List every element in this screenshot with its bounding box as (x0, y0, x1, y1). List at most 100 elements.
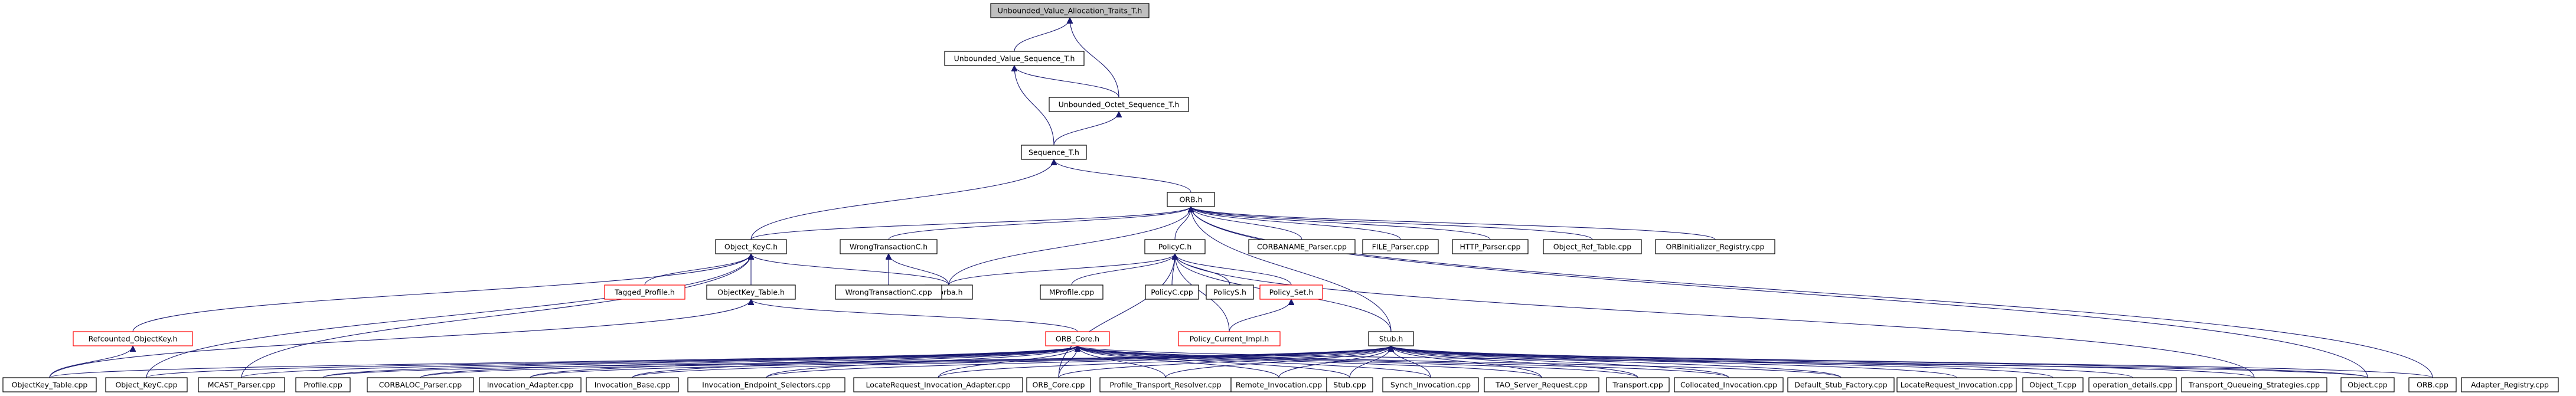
node-label: operation_details.cpp (2093, 381, 2173, 390)
edge-l_profile-to-orbcore_h (322, 345, 1078, 378)
node-l_defstub[interactable]: Default_Stub_Factory.cpp (1787, 377, 1895, 392)
node-l_collocated[interactable]: Collocated_Invocation.cpp (1674, 377, 1784, 392)
node-box (604, 284, 685, 300)
node-box (2340, 377, 2395, 392)
node-box (2, 377, 97, 392)
node-l_adapterreg[interactable]: Adapter_Registry.cpp (2461, 377, 2559, 392)
node-taggedprofile[interactable]: Tagged_Profile.h (604, 284, 685, 300)
node-l_objkeyc[interactable]: Object_KeyC.cpp (105, 377, 188, 392)
node-objkeyc_h[interactable]: Object_KeyC.h (715, 239, 787, 254)
node-l_opdetails[interactable]: operation_details.cpp (2088, 377, 2177, 392)
node-l_orbcore[interactable]: ORB_Core.cpp (1026, 377, 1091, 392)
node-corbaname[interactable]: CORBANAME_Parser.cpp (1248, 239, 1356, 254)
node-box (1362, 239, 1439, 254)
node-policyset[interactable]: Policy_Set.h (1259, 284, 1323, 300)
node-box (73, 331, 193, 346)
edge-l_orbcore-to-stub_h (1058, 345, 1391, 378)
node-uvseq[interactable]: Unbounded_Value_Sequence_T.h (944, 51, 1085, 66)
node-l_mcast[interactable]: MCAST_Parser.cpp (198, 377, 285, 392)
node-label: PolicyC.cpp (1151, 288, 1193, 297)
node-box (2088, 377, 2177, 392)
node-label: Object_KeyC.h (724, 243, 778, 251)
node-l_invendpoint[interactable]: Invocation_Endpoint_Selectors.cpp (687, 377, 845, 392)
node-l_invadapter[interactable]: Invocation_Adapter.cpp (479, 377, 582, 392)
node-l_orb[interactable]: ORB.cpp (2408, 377, 2457, 392)
edge-l_transport-to-orbcore_h (1078, 345, 1638, 378)
node-l_transqueue[interactable]: Transport_Queueing_Strategies.cpp (2181, 377, 2327, 392)
node-box (198, 377, 285, 392)
node-box (1326, 377, 1373, 392)
node-box (1896, 377, 2017, 392)
node-label: PolicyS.h (1213, 288, 1246, 297)
edge-l_opdetails-to-stub_h (1391, 345, 2133, 378)
node-policycurrent[interactable]: Policy_Current_Impl.h (1178, 331, 1281, 346)
node-label: MCAST_Parser.cpp (208, 381, 276, 390)
node-l_taoserver[interactable]: TAO_Server_Request.cpp (1484, 377, 1599, 392)
node-l_proftrans[interactable]: Profile_Transport_Resolver.cpp (1099, 377, 1232, 392)
node-l_profile[interactable]: Profile.cpp (295, 377, 351, 392)
node-mprofile[interactable]: MProfile.cpp (1040, 284, 1103, 300)
edge-l_stub-to-orbcore_h (1078, 345, 1350, 378)
edge-l_transport-to-stub_h (1391, 345, 1638, 378)
node-orbinitreg[interactable]: ORBInitializer_Registry.cpp (1655, 239, 1775, 254)
node-box (1259, 284, 1323, 300)
node-label: Adapter_Registry.cpp (2471, 381, 2549, 390)
edge-l_objkeytable-to-objkeytable_h (49, 299, 751, 378)
edge-l_mcast-to-objkeyc_h (241, 254, 751, 378)
node-stub_h[interactable]: Stub.h (1368, 331, 1414, 346)
node-seqT[interactable]: Sequence_T.h (1021, 145, 1087, 160)
edge-seqT-to-uoseq (1053, 111, 1119, 146)
node-box (1021, 145, 1087, 160)
node-label: ObjectKey_Table.cpp (12, 381, 88, 390)
node-label: PolicyC.h (1158, 243, 1192, 251)
node-l_stub[interactable]: Stub.cpp (1326, 377, 1373, 392)
edge-corbah-to-objkeyc_h (751, 253, 949, 286)
node-l_synchinv[interactable]: Synch_Invocation.cpp (1382, 377, 1479, 392)
node-l_transport[interactable]: Transport.cpp (1606, 377, 1670, 392)
node-refcounted[interactable]: Refcounted_ObjectKey.h (73, 331, 193, 346)
node-box (479, 377, 582, 392)
node-label: Object_Ref_Table.cpp (1553, 243, 1632, 251)
node-policyc_h[interactable]: PolicyC.h (1144, 239, 1206, 254)
node-l_objectT[interactable]: Object_T.cpp (2022, 377, 2084, 392)
node-l_object[interactable]: Object.cpp (2340, 377, 2395, 392)
edge-policyc_h-to-orbh (1174, 207, 1191, 240)
node-box (1145, 284, 1199, 300)
node-l_remoteinv[interactable]: Remote_Invocation.cpp (1230, 377, 1327, 392)
edge-fileparser-to-orbh (1191, 206, 1401, 240)
node-wrongtc_h[interactable]: WrongTransactionC.h (840, 239, 938, 254)
node-policys_h[interactable]: PolicyS.h (1206, 284, 1254, 300)
node-l_corbaloc[interactable]: CORBALOC_Parser.cpp (367, 377, 474, 392)
node-fileparser[interactable]: FILE_Parser.cpp (1362, 239, 1439, 254)
node-label: Transport_Queueing_Strategies.cpp (2188, 381, 2320, 390)
node-box (1178, 331, 1281, 346)
node-objkeytable_h[interactable]: ObjectKey_Table.h (706, 284, 796, 300)
edge-l_objkeyc-to-orbcore_h (146, 345, 1078, 378)
node-label: ORBInitializer_Registry.cpp (1666, 243, 1765, 251)
node-uoseq[interactable]: Unbounded_Octet_Sequence_T.h (1049, 97, 1189, 112)
node-traits[interactable]: Unbounded_Value_Allocation_Traits_T.h (990, 3, 1150, 18)
node-objreftable[interactable]: Object_Ref_Table.cpp (1543, 239, 1642, 254)
node-l_objkeytable[interactable]: ObjectKey_Table.cpp (2, 377, 97, 392)
node-label: Refcounted_ObjectKey.h (89, 335, 178, 343)
edge-orbh-to-seqT (1054, 159, 1191, 193)
edge-l_corbaloc-to-orbcore_h (420, 345, 1078, 378)
edge-l_taoserver-to-stub_h (1391, 345, 1542, 378)
node-label: Collocated_Invocation.cpp (1680, 381, 1777, 390)
node-box (2181, 377, 2327, 392)
node-httpparser[interactable]: HTTP_Parser.cpp (1452, 239, 1529, 254)
node-l_locreqadapter[interactable]: LocateRequest_Invocation_Adapter.cpp (853, 377, 1023, 392)
node-orbcore_h[interactable]: ORB_Core.h (1045, 331, 1110, 346)
edge-orbcore_h-to-objkeytable_h (751, 299, 1078, 332)
edge-corbah-to-wrongtc_h (889, 253, 949, 286)
node-policyc_cpp[interactable]: PolicyC.cpp (1145, 284, 1199, 300)
node-l_locreqinv[interactable]: LocateRequest_Invocation.cpp (1896, 377, 2017, 392)
node-label: ORB.h (1180, 195, 1203, 204)
node-box (687, 377, 845, 392)
node-l_invbase[interactable]: Invocation_Base.cpp (586, 377, 679, 392)
node-label: Unbounded_Value_Sequence_T.h (954, 54, 1075, 63)
node-label: ORB_Core.cpp (1033, 381, 1085, 390)
node-orbh[interactable]: ORB.h (1167, 192, 1215, 207)
node-label: Policy_Set.h (1269, 288, 1314, 297)
node-wrongtc_cpp[interactable]: WrongTransactionC.cpp (835, 284, 942, 300)
